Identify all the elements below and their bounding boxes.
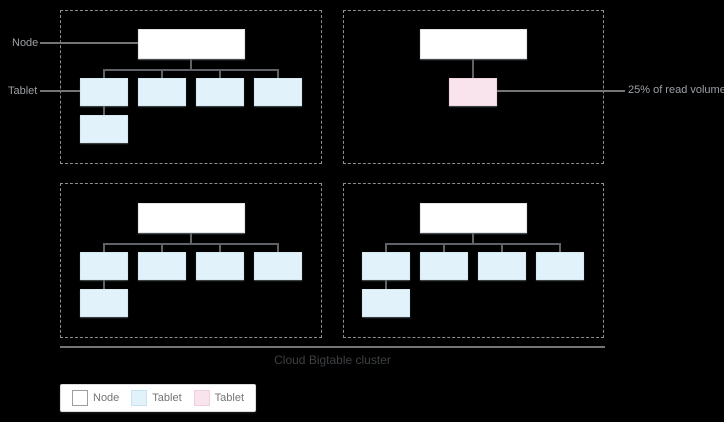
legend-item-label: Node	[93, 392, 120, 404]
cluster-title: Cloud Bigtable cluster	[274, 353, 391, 367]
connector	[277, 69, 279, 78]
tablet-box	[80, 115, 128, 143]
connector	[190, 59, 192, 69]
connector	[103, 106, 105, 115]
tablet-box	[254, 78, 302, 106]
connector	[385, 243, 561, 245]
tablet-box	[362, 252, 410, 280]
legend-item-tablet: Tablet	[131, 390, 182, 406]
connector	[443, 243, 445, 252]
tablet-box	[196, 78, 244, 106]
tablet-box	[80, 252, 128, 280]
tablet-box	[196, 252, 244, 280]
legend-item-label: Tablet	[152, 392, 182, 404]
connector	[559, 243, 561, 252]
tablet-annotation-label: Tablet	[8, 85, 38, 97]
node-box	[420, 29, 527, 59]
legend-item-hot-tablet: Tablet	[193, 390, 245, 406]
tablet-box	[80, 289, 128, 317]
connector	[472, 233, 474, 243]
connector	[103, 280, 105, 289]
legend: Node Tablet Tablet	[60, 384, 257, 412]
node-annotation-label: Node	[12, 37, 39, 49]
tablet-box	[138, 252, 186, 280]
node-swatch-icon	[72, 390, 88, 406]
connector	[103, 69, 105, 78]
tablet-box	[80, 78, 128, 106]
connector	[277, 243, 279, 252]
connector	[219, 243, 221, 252]
connector	[103, 243, 105, 252]
tablet-box	[138, 78, 186, 106]
tablet-box	[478, 252, 526, 280]
tablet-box	[420, 252, 468, 280]
leader-line	[497, 90, 625, 92]
legend-item-label: Tablet	[214, 392, 245, 404]
connector	[385, 280, 387, 289]
node-box	[138, 29, 245, 59]
connector	[385, 243, 387, 252]
connector	[103, 243, 279, 245]
hot-tablet-swatch-icon	[193, 390, 210, 406]
node-box	[420, 203, 527, 233]
connector	[501, 243, 503, 252]
hot-tablet-annotation-label: 25% of read volume	[628, 84, 724, 96]
legend-item-node: Node	[72, 390, 119, 406]
connector	[219, 69, 221, 78]
tablet-box	[254, 252, 302, 280]
cluster-boundary-bottom-right	[343, 183, 604, 338]
cluster-boundary-bottom-left	[60, 183, 322, 338]
hot-tablet-box	[449, 78, 497, 106]
tablet-swatch-icon	[131, 390, 148, 406]
connector	[161, 69, 163, 78]
leader-line	[40, 42, 138, 44]
connector	[472, 59, 474, 78]
cluster-boundary-top-right	[343, 10, 604, 164]
tablet-box	[536, 252, 584, 280]
connector	[161, 243, 163, 252]
cluster-boundary-top-left	[60, 10, 322, 164]
node-box	[138, 203, 245, 233]
connector	[190, 233, 192, 243]
leader-line	[40, 90, 80, 92]
cluster-underline	[60, 346, 605, 348]
connector	[103, 69, 279, 71]
tablet-box	[362, 289, 410, 317]
